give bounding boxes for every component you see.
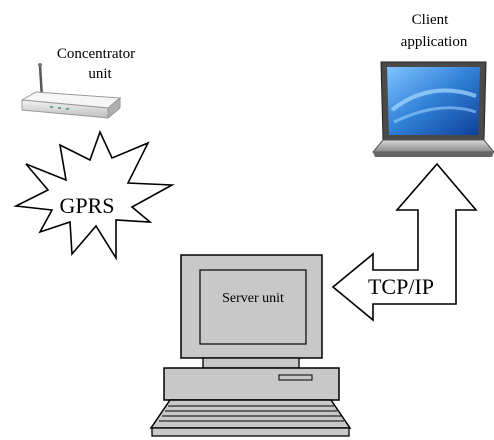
tcpip-arrow — [331, 162, 478, 322]
gprs-starburst — [13, 129, 175, 261]
tcpip-label: TCP/IP — [368, 274, 434, 299]
gprs-label: GPRS — [59, 193, 114, 218]
client-label-line2: application — [401, 34, 468, 50]
client-label-line1: Client — [412, 12, 449, 28]
concentrator-label-line1: Concentrator — [57, 46, 135, 62]
wireless-router-icon — [20, 63, 122, 120]
laptop-icon — [371, 61, 494, 157]
concentrator-label-line2: unit — [88, 66, 112, 82]
desktop-computer-icon — [149, 254, 352, 437]
server-label: Server unit — [222, 291, 284, 306]
